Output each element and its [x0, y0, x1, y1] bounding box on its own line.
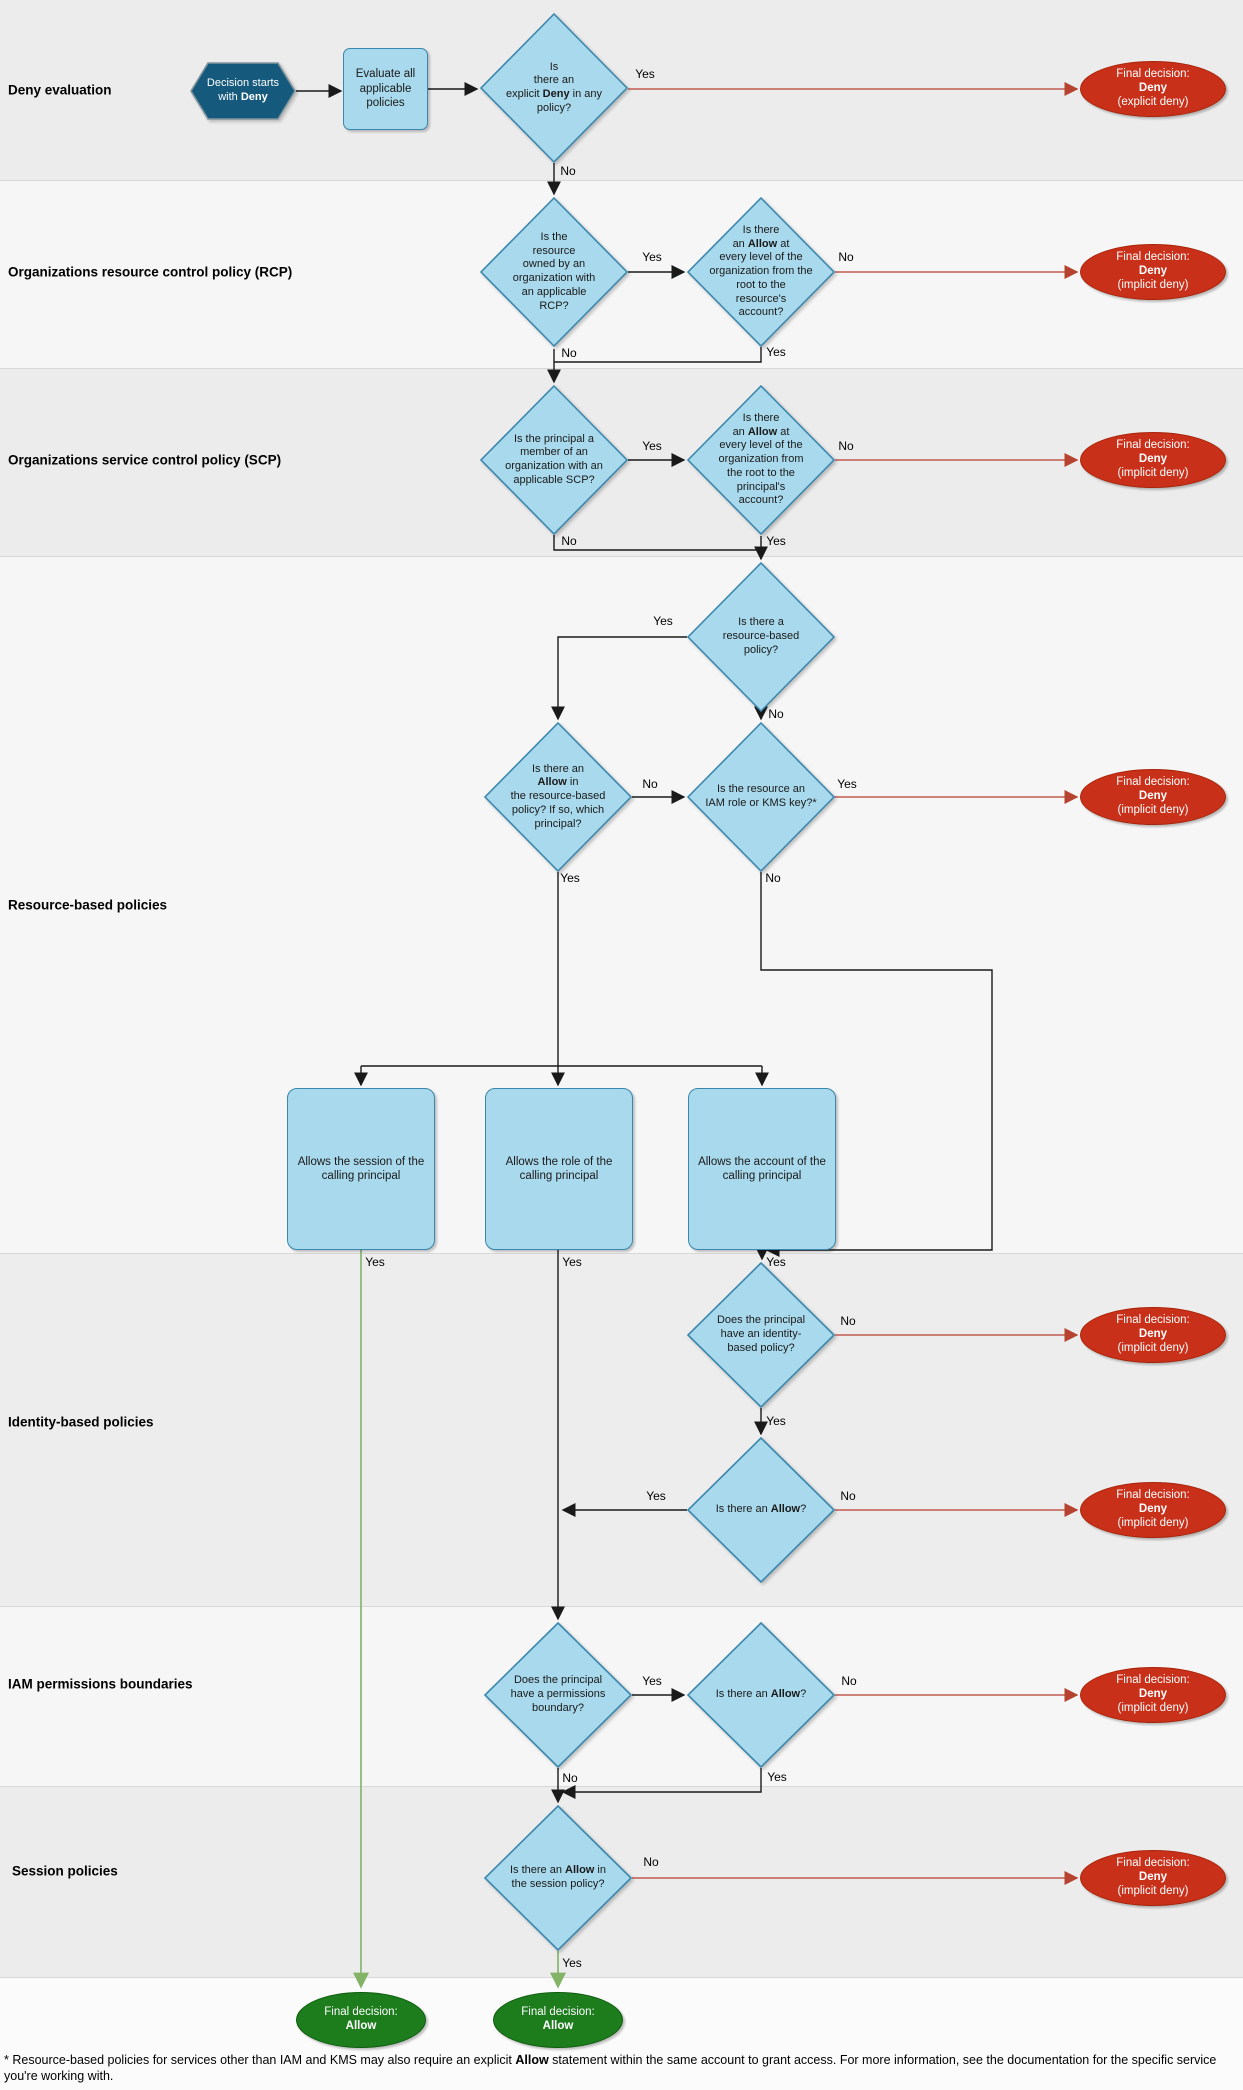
outcome-deny-iam-kms: Final decision:Deny(implicit deny) [1080, 769, 1226, 825]
edge-label-account-box-yes: Yes [766, 1255, 786, 1269]
edge-label-scp-allow-yes: Yes [766, 534, 786, 548]
edge-label-identity-exists-no: No [840, 1314, 856, 1328]
section-label-deny-evaluation: Deny evaluation [8, 82, 112, 98]
section-label-resource-based: Resource-based policies [8, 897, 168, 913]
section-band-footer [0, 1977, 1243, 2090]
outcome-deny-session: Final decision:Deny(implicit deny) [1080, 1850, 1226, 1906]
edge-label-rbp-exists-yes: Yes [653, 614, 673, 628]
edge-label-boundary-allow-yes: Yes [767, 1770, 787, 1784]
edge-label-scp-applicable-yes: Yes [642, 439, 662, 453]
edge-label-scp-allow-no: No [838, 439, 854, 453]
edge-label-scp-applicable-no: No [561, 534, 577, 548]
outcome-allow-session-principal: Final decision:Allow [296, 1992, 426, 2048]
edge-label-session-allow-yes: Yes [562, 1956, 582, 1970]
decision-boundary-allow: Is there an Allow? [686, 1621, 836, 1769]
section-label-permissions-boundaries: IAM permissions boundaries [8, 1676, 193, 1692]
edge-label-identity-allow-no: No [840, 1489, 856, 1503]
edge-label-rbp-allow-no: No [642, 777, 658, 791]
edge-label-session-box-yes: Yes [365, 1255, 385, 1269]
edge-label-boundary-allow-no: No [841, 1674, 857, 1688]
edge-label-iam-kms-yes: Yes [837, 777, 857, 791]
edge-label-explicit-deny-yes: Yes [635, 67, 655, 81]
edge-label-boundary-exists-no: No [562, 1771, 578, 1785]
outcome-deny-explicit: Final decision:Deny(explicit deny) [1080, 61, 1226, 117]
edge-label-rbp-exists-no: No [768, 707, 784, 721]
edge-label-rcp-applicable-no: No [561, 346, 577, 360]
edge-label-explicit-deny-no: No [560, 164, 576, 178]
edge-label-role-box-yes: Yes [562, 1255, 582, 1269]
section-label-identity-based: Identity-based policies [8, 1414, 154, 1430]
decision-identity-allow: Is there an Allow? [686, 1436, 836, 1584]
section-label-scp: Organizations service control policy (SC… [8, 452, 282, 468]
outcome-deny-boundary: Final decision:Deny(implicit deny) [1080, 1667, 1226, 1723]
edge-label-rcp-allow-no: No [838, 250, 854, 264]
outcome-deny-no-identity-policy: Final decision:Deny(implicit deny) [1080, 1307, 1226, 1363]
edge-label-iam-kms-no: No [765, 871, 781, 885]
outcome-allow-role-principal: Final decision:Allow [493, 1992, 623, 2048]
section-label-rcp: Organizations resource control policy (R… [8, 264, 293, 280]
outcome-deny-rcp: Final decision:Deny(implicit deny) [1080, 244, 1226, 300]
outcome-deny-no-identity-allow: Final decision:Deny(implicit deny) [1080, 1482, 1226, 1538]
section-label-session-policies: Session policies [12, 1863, 118, 1879]
edge-label-identity-exists-yes: Yes [766, 1414, 786, 1428]
section-band-identity-based [0, 1253, 1243, 1606]
edge-label-rcp-allow-yes: Yes [766, 345, 786, 359]
footnote: * Resource-based policies for services o… [4, 2053, 1217, 2084]
edge-label-identity-allow-yes: Yes [646, 1489, 666, 1503]
edge-label-session-allow-no: No [643, 1855, 659, 1869]
edge-label-rbp-allow-yes: Yes [560, 871, 580, 885]
edge-label-rcp-applicable-yes: Yes [642, 250, 662, 264]
edge-label-boundary-exists-yes: Yes [642, 1674, 662, 1688]
outcome-deny-scp: Final decision:Deny(implicit deny) [1080, 432, 1226, 488]
